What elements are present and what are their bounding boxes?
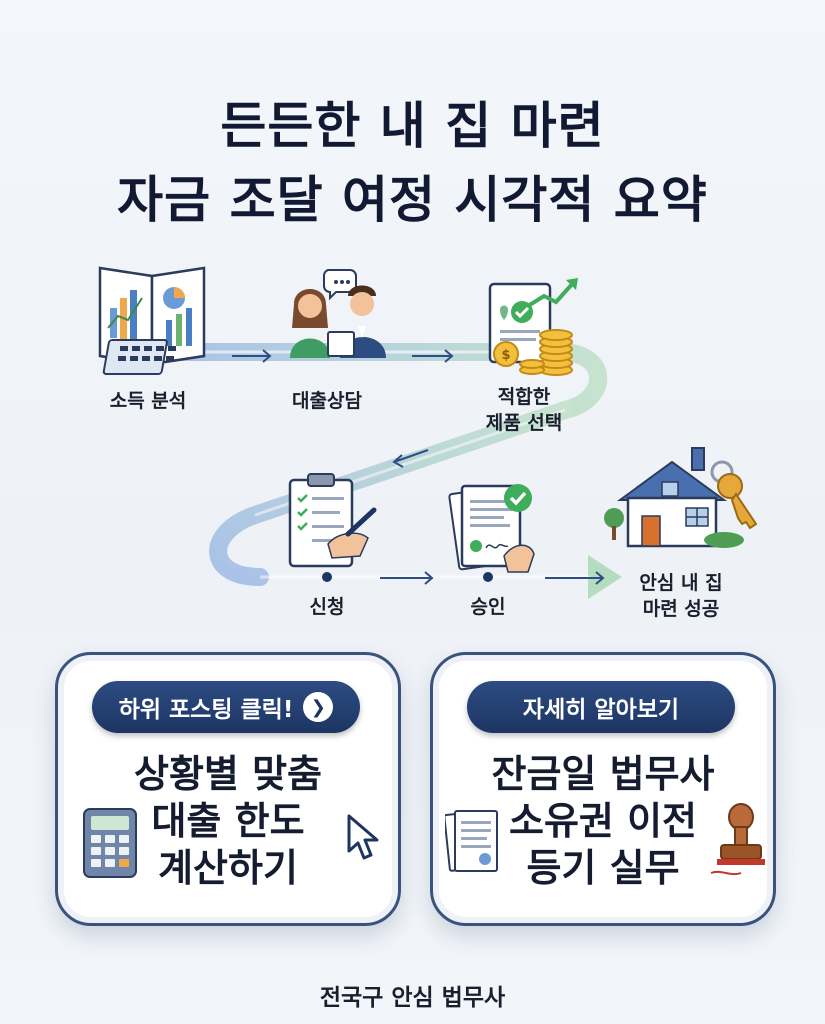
step-label-select: 적합한 제품 선택 — [464, 384, 584, 436]
step-label-success-line2: 마련 성공 — [642, 598, 720, 620]
loan-consultation-people-icon — [290, 269, 386, 358]
sub-posting-button[interactable]: 하위 포스팅 클릭! ❯ — [92, 681, 360, 733]
application-clipboard-icon — [288, 473, 377, 568]
flow-arrowhead — [588, 555, 622, 599]
registration-card[interactable]: 자세히 알아보기 잔금일 법무사 소유권 이전 등기 실무 — [430, 652, 776, 926]
card-right-line2: 소유권 이전 — [508, 799, 698, 843]
title-line-1: 든든한 내 집 마련 — [220, 97, 605, 155]
card-left-line1: 상황별 맞춤 — [133, 752, 323, 796]
direction-arrows — [232, 349, 605, 585]
chevron-right-icon: ❯ — [303, 692, 334, 722]
step-label-approve: 승인 — [470, 596, 506, 618]
stamp-icon — [710, 803, 765, 876]
card-right-line1: 잔금일 법무사 — [491, 752, 715, 796]
step-label-income: 소득 분석 — [109, 390, 187, 412]
footer-brand: 전국구 안심 법무사 — [319, 985, 506, 1011]
sub-posting-button-label: 하위 포스팅 클릭! — [118, 697, 294, 723]
calculator-icon — [83, 808, 137, 878]
document-icon — [445, 810, 498, 872]
loan-limit-card[interactable]: 하위 포스팅 클릭! ❯ 상황별 맞춤 대출 한도 계산하기 — [55, 652, 401, 926]
svg-text:$: $ — [501, 348, 510, 363]
title-line-2: 자금 조달 여정 시각적 요약 — [117, 171, 708, 229]
step-label-consult: 대출상담 — [292, 390, 362, 412]
cursor-icon — [347, 814, 379, 860]
product-selection-coins-icon: $ — [488, 278, 578, 376]
step-label-success: 안심 내 집 마련 성공 — [616, 570, 746, 622]
flow-path-diagonal — [209, 401, 574, 586]
step-label-apply: 신청 — [309, 596, 345, 618]
card-left-line3: 계산하기 — [158, 846, 298, 890]
card-left-line2: 대출 한도 — [151, 799, 305, 843]
house-key-icon — [604, 447, 758, 548]
income-analysis-chart-icon — [98, 266, 206, 375]
card-right-line3: 등기 실무 — [526, 846, 680, 890]
step-label-select-line2: 제품 선택 — [485, 412, 563, 434]
learn-more-button[interactable]: 자세히 알아보기 — [467, 681, 735, 733]
approval-document-icon — [448, 484, 535, 573]
journey-flow-diagram: $ — [98, 266, 758, 599]
learn-more-button-label: 자세히 알아보기 — [522, 697, 680, 723]
step-label-success-line1: 안심 내 집 — [639, 572, 723, 594]
step-label-select-line1: 적합한 — [497, 386, 551, 408]
